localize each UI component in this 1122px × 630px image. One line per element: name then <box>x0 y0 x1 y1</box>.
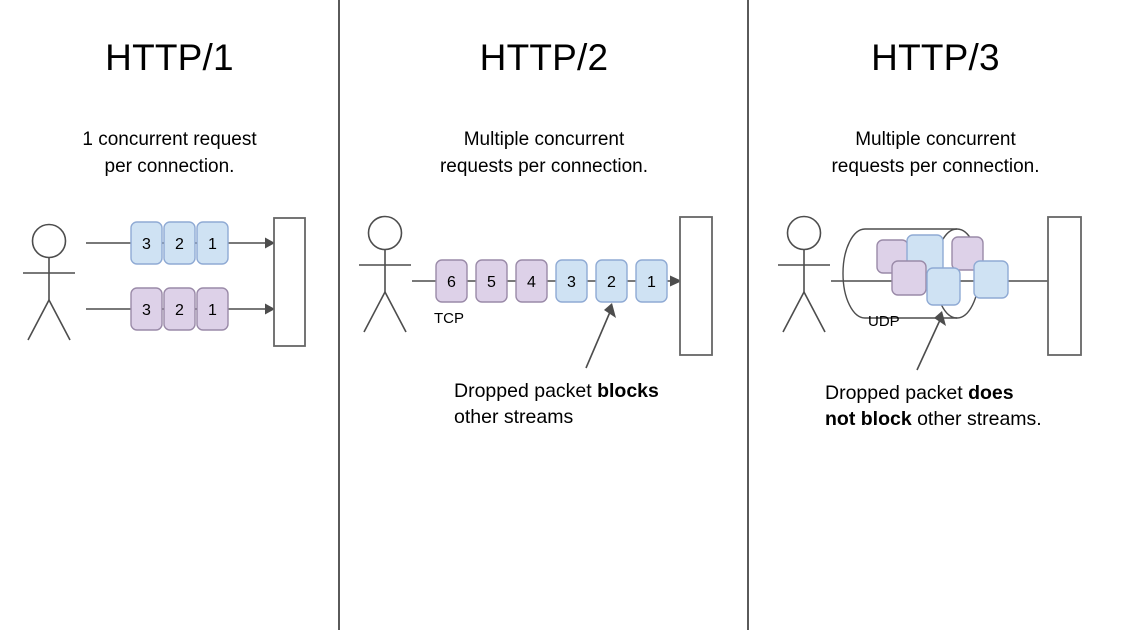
server-box-2 <box>679 216 713 356</box>
packet-box <box>891 260 927 296</box>
client-stick-figure-2 <box>359 215 411 333</box>
packet-label: 3 <box>142 302 151 319</box>
packet-box <box>163 287 196 331</box>
packet-label: 4 <box>527 274 536 291</box>
callout-arrow-head-2 <box>604 303 616 318</box>
panel-subtitle-http2: Multiple concurrent requests per connect… <box>439 129 649 177</box>
packet-cloud-3 <box>876 234 1009 306</box>
caption-text-bold: does not block <box>825 382 1014 430</box>
callout-arrow-head-3 <box>934 311 946 326</box>
panel-title-http2: HTTP/2 <box>479 37 609 78</box>
client-stick-figure-1 <box>23 223 75 341</box>
transport-label-tcp: TCP <box>434 310 464 327</box>
packet-label: 2 <box>607 274 616 291</box>
arrow-head-blue-1 <box>265 237 275 249</box>
packet-box <box>515 259 548 303</box>
packet-box-dropped <box>595 259 628 303</box>
panel-http2: HTTP/2 Multiple concurrent requests per … <box>340 0 748 630</box>
http1-illustration: 3 2 1 3 2 1 <box>23 217 306 347</box>
packet-label: 1 <box>208 302 217 319</box>
caption-http3: Dropped packet does not block other stre… <box>825 380 1115 432</box>
packet-box <box>555 259 588 303</box>
arrow-head-2 <box>670 275 682 287</box>
panel-http1: HTTP/1 1 concurrent request per connecti… <box>0 0 339 630</box>
packet-stream-purple-1: 3 2 1 <box>130 287 229 331</box>
caption-text-bold: blocks <box>597 380 659 402</box>
caption-text-part1: Dropped packet <box>454 380 598 402</box>
panel-divider-2 <box>747 0 749 630</box>
panel-subtitle-http1: 1 concurrent request per connection. <box>82 129 257 177</box>
packet-box <box>196 221 229 265</box>
packet-box <box>973 260 1009 299</box>
panel-title-http1: HTTP/1 <box>105 37 234 78</box>
packet-label: 5 <box>487 274 496 291</box>
caption-text-part2: other streams. <box>911 408 1042 430</box>
packet-label: 1 <box>208 236 217 253</box>
caption-http2: Dropped packet blocks other streams <box>454 378 734 430</box>
panel-divider-1 <box>338 0 340 630</box>
packet-box <box>130 221 163 265</box>
packet-stream-2: 6 5 4 3 2 1 <box>435 259 668 303</box>
packet-label: 2 <box>175 236 184 253</box>
caption-text-part2: other streams <box>454 406 574 428</box>
panel-http3: HTTP/3 Multiple concurrent requests per … <box>749 0 1122 630</box>
packet-stream-blue-1: 3 2 1 <box>130 221 229 265</box>
client-stick-figure-3 <box>778 215 830 333</box>
packet-box <box>130 287 163 331</box>
packet-box <box>196 287 229 331</box>
callout-arrow-2 <box>585 311 611 369</box>
packet-box <box>435 259 468 303</box>
arrow-head-purple-1 <box>265 303 275 315</box>
packet-label: 3 <box>142 236 151 253</box>
packet-box-dropped <box>926 267 961 306</box>
packet-label: 6 <box>447 274 456 291</box>
panel-subtitle-http3: Multiple concurrent requests per connect… <box>831 129 1040 177</box>
packet-box <box>163 221 196 265</box>
callout-arrow-3 <box>916 319 941 371</box>
packet-box <box>635 259 668 303</box>
packet-box <box>951 236 984 271</box>
http3-illustration <box>778 215 1082 371</box>
server-box-1 <box>273 217 306 347</box>
http2-illustration: 6 5 4 3 2 1 <box>359 215 713 369</box>
caption-text-part1: Dropped packet <box>825 382 969 404</box>
server-box-3 <box>1047 216 1082 356</box>
transport-label-udp: UDP <box>868 313 900 330</box>
packet-label: 3 <box>567 274 576 291</box>
packet-label: 2 <box>175 302 184 319</box>
packet-box <box>475 259 508 303</box>
packet-label: 1 <box>647 274 656 291</box>
panel-title-http3: HTTP/3 <box>871 37 1000 78</box>
